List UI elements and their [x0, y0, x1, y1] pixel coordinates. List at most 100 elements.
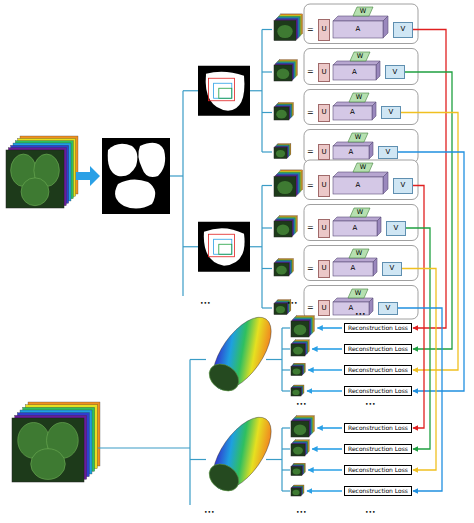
- loss-label: Reconstruction Loss: [348, 346, 408, 352]
- factor-letter: A: [349, 305, 354, 312]
- hyperspectral-cube: [291, 463, 305, 475]
- loss-box: Reconstruction Loss: [344, 465, 412, 475]
- factor-letter: W: [357, 209, 363, 216]
- feedback-arrow: [317, 327, 342, 329]
- factor-matrix-u: U: [318, 144, 330, 160]
- factor-letter: W: [355, 290, 361, 297]
- seed-crop: [198, 222, 250, 272]
- core-tensor-a: A: [333, 258, 377, 276]
- hyperspectral-cube: [291, 440, 309, 456]
- cube-outline: [333, 16, 388, 38]
- factor-letter: V: [401, 182, 406, 189]
- bracket-line: [282, 490, 290, 491]
- feedback-arrow: [308, 369, 342, 371]
- bracket-line: [262, 185, 272, 186]
- factor-matrix-u: U: [318, 219, 330, 238]
- bracket-line: [183, 90, 198, 91]
- factor-matrix-w: W: [353, 163, 373, 172]
- cube-outline: [333, 172, 388, 194]
- decomposition-panel: [304, 49, 418, 85]
- bracket-line: [282, 369, 290, 370]
- factor-matrix-u: U: [318, 300, 330, 316]
- hyperspectral-cube: [274, 14, 303, 41]
- ellipsis: •••: [296, 401, 307, 407]
- bracket-line: [282, 390, 290, 391]
- feedback-arrow: [317, 427, 342, 429]
- loss-label: Reconstruction Loss: [348, 367, 408, 373]
- hyperspectral-cube: [6, 136, 78, 208]
- bracket-line: [266, 359, 282, 360]
- seed-reconstruction: [202, 308, 283, 400]
- factor-matrix-u: U: [318, 175, 330, 197]
- bracket-line: [262, 29, 272, 30]
- ellipsis: •••: [296, 509, 307, 515]
- factor-matrix-v: V: [386, 221, 406, 236]
- equals-sign: =: [307, 26, 314, 34]
- loss-box: Reconstruction Loss: [344, 365, 412, 375]
- bracket-line: [282, 348, 290, 349]
- loss-label: Reconstruction Loss: [348, 388, 408, 394]
- factor-letter: W: [360, 164, 366, 171]
- bracket-line: [261, 30, 262, 153]
- factor-letter: U: [321, 69, 326, 76]
- factor-letter: A: [356, 182, 361, 189]
- bracket-line: [189, 360, 190, 506]
- factor-matrix-v: V: [381, 106, 401, 119]
- factor-matrix-w: W: [349, 93, 369, 102]
- equals-sign: =: [307, 265, 314, 273]
- bracket-line: [182, 91, 183, 296]
- hyperspectral-cube: [274, 216, 297, 237]
- loss-connector: [413, 186, 424, 429]
- ellipsis: •••: [365, 509, 376, 515]
- factor-matrix-w: W: [348, 133, 368, 142]
- loss-box: Reconstruction Loss: [344, 323, 412, 333]
- bracket-line: [262, 268, 272, 269]
- factor-letter: W: [356, 94, 362, 101]
- factor-matrix-u: U: [318, 63, 330, 82]
- ellipsis: •••: [204, 509, 215, 515]
- factor-letter: V: [389, 109, 394, 116]
- core-tensor-a: A: [333, 102, 376, 120]
- bracket-line: [190, 359, 206, 360]
- loss-connector: [398, 308, 442, 491]
- loss-label: Reconstruction Loss: [348, 446, 408, 452]
- factor-matrix-w: W: [350, 208, 370, 217]
- decomposition-panel: [304, 205, 418, 241]
- factor-letter: U: [321, 225, 326, 232]
- loss-connector: [406, 228, 430, 449]
- factor-matrix-w: W: [353, 7, 373, 16]
- decomposition-panel: [304, 90, 418, 125]
- hyperspectral-cube: [291, 340, 309, 356]
- factor-letter: U: [321, 182, 326, 189]
- factor-letter: A: [351, 265, 356, 272]
- loss-box: Reconstruction Loss: [344, 486, 412, 496]
- bracket-line: [282, 469, 290, 470]
- bracket-line: [250, 246, 262, 247]
- bracket-line: [190, 459, 206, 460]
- feedback-arrow: [312, 448, 342, 450]
- ellipsis: •••: [355, 311, 366, 317]
- seed-reconstruction: [202, 408, 283, 500]
- feedback-arrow: [308, 469, 342, 471]
- bracket-line: [266, 459, 282, 460]
- factor-matrix-v: V: [393, 22, 413, 38]
- equals-sign: =: [307, 68, 314, 76]
- bracket-line: [261, 186, 262, 309]
- hyperspectral-cube: [291, 363, 305, 375]
- loss-box: Reconstruction Loss: [344, 386, 412, 396]
- loss-label: Reconstruction Loss: [348, 467, 408, 473]
- loss-label: Reconstruction Loss: [348, 425, 408, 431]
- bracket-line: [282, 427, 290, 428]
- feedback-arrow: [307, 490, 342, 492]
- bracket-line: [262, 307, 272, 308]
- factor-letter: V: [401, 26, 406, 33]
- bracket-line: [98, 447, 190, 448]
- decomposition-panel: [304, 286, 418, 320]
- hyperspectral-cube: [274, 60, 297, 81]
- loss-box: Reconstruction Loss: [344, 444, 412, 454]
- factor-letter: W: [357, 53, 363, 60]
- factor-matrix-w: W: [349, 249, 369, 258]
- factor-letter: A: [356, 26, 361, 33]
- loss-label: Reconstruction Loss: [348, 488, 408, 494]
- feedback-arrow: [312, 348, 342, 350]
